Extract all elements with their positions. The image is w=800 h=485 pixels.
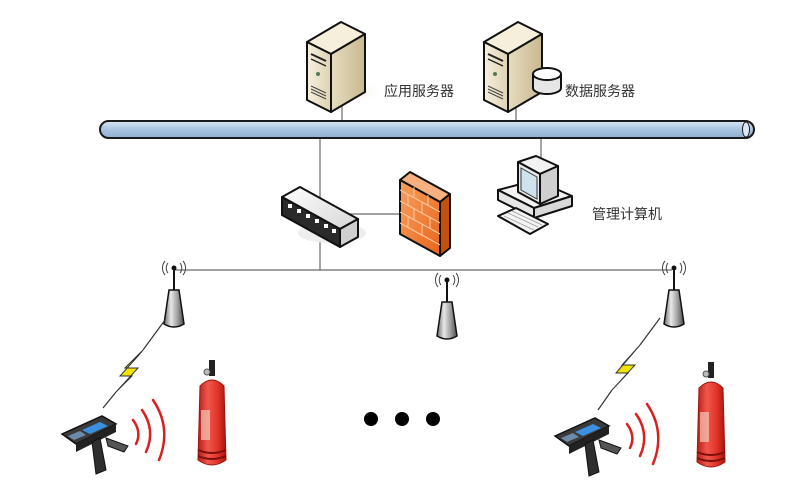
rfid-waves-right xyxy=(625,402,660,466)
app-server-label: 应用服务器 xyxy=(384,83,454,100)
rfid-reader-right[interactable] xyxy=(553,417,622,477)
rfid-reader-left[interactable] xyxy=(60,415,129,475)
access-point-right[interactable] xyxy=(661,260,687,328)
data-server-label: 数据服务器 xyxy=(565,84,635,100)
database-icon xyxy=(532,67,562,95)
wireless-link-right xyxy=(597,317,661,411)
mgmt-pc-label: 管理计算机 xyxy=(592,207,662,223)
wifi-signal-icon xyxy=(434,272,460,288)
data-server[interactable] xyxy=(482,21,562,113)
access-point-center[interactable] xyxy=(434,272,460,340)
firewall[interactable] xyxy=(399,171,451,257)
network-switch[interactable] xyxy=(281,186,366,248)
wifi-signal-icon xyxy=(161,260,187,276)
app-server[interactable] xyxy=(305,21,385,113)
wireless-link-left xyxy=(102,319,166,409)
ellipsis-dot xyxy=(395,412,409,426)
access-point-left[interactable] xyxy=(161,260,187,328)
rfid-waves-left xyxy=(131,398,166,462)
ellipsis-dot xyxy=(364,412,378,426)
backbone-bus xyxy=(99,120,755,139)
wifi-signal-icon xyxy=(661,260,687,276)
ellipsis-more-terminals xyxy=(364,412,440,426)
fire-extinguisher-left xyxy=(197,360,227,466)
management-computer[interactable] xyxy=(497,155,573,235)
ellipsis-dot xyxy=(426,412,440,426)
fire-extinguisher-right xyxy=(696,362,726,468)
